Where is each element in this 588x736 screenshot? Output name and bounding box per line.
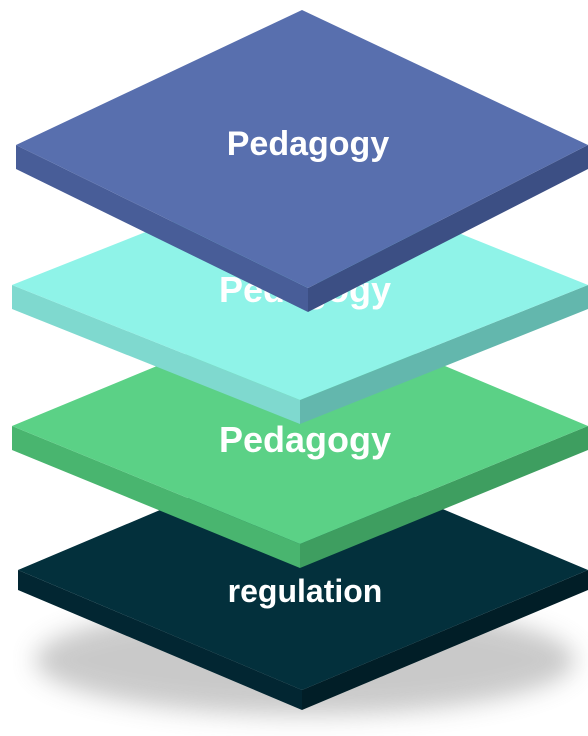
layer-green-top-face [12,306,588,544]
layer-regulation-left-face [18,570,302,710]
layer-green: Pedagogy [12,306,588,568]
layer-pedagogy-top-face [16,10,588,288]
layer-green-left-face [12,426,300,568]
layer-regulation-label: regulation [228,573,383,609]
layer-regulation-right-face [302,570,588,710]
layer-pedagogy-left-face [16,145,308,312]
layer-green-hidden-label: Pedagogy [219,419,391,460]
layer-pedagogy-label: Pedagogy [227,125,390,163]
layer-pedagogy-right-face [308,145,588,312]
layer-pedagogy: Pedagogy [16,10,588,312]
layer-green-right-face [300,426,588,568]
layer-cyan-left-face [12,285,300,424]
layer-cyan-right-face [300,285,588,424]
